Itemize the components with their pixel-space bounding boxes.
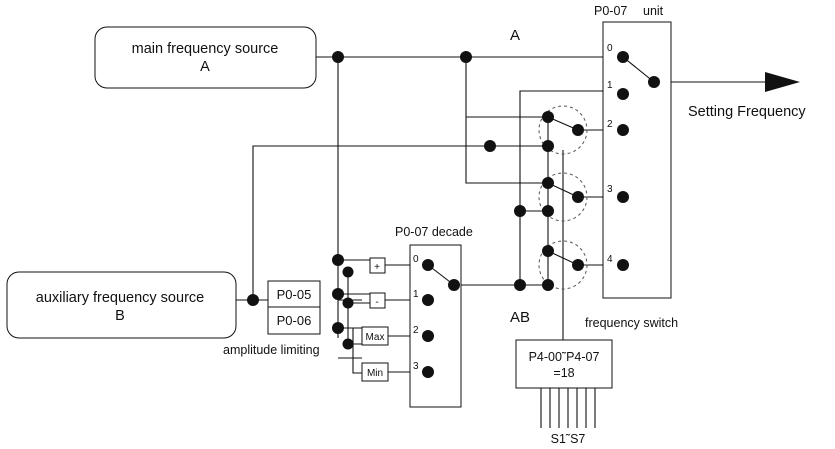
p0-06-box — [267, 306, 321, 335]
minus-operator-box — [369, 292, 386, 309]
terminals-label: S1˜S7 — [551, 432, 586, 446]
decade-input-0: 0 — [413, 254, 419, 265]
decade-title: P0-07 decade — [395, 225, 473, 239]
aux-source-line1: auxiliary frequency source — [36, 290, 204, 306]
decade-input-1: 1 — [413, 289, 419, 300]
unit-input-1: 1 — [607, 80, 613, 91]
frequency-switch-line1: P4-00˜P4-07 — [529, 350, 600, 364]
unit-switch-box — [602, 21, 672, 299]
decade-switch-box — [409, 244, 462, 408]
label-a: A — [510, 27, 520, 44]
decade-input-3: 3 — [413, 361, 419, 372]
auxiliary-frequency-source-box — [6, 271, 237, 339]
unit-input-0: 0 — [607, 43, 613, 54]
plus-operator-box — [369, 257, 386, 274]
label-ab: AB — [510, 309, 530, 326]
main-source-line2: A — [200, 59, 210, 75]
unit-suffix: unit — [643, 4, 664, 18]
unit-input-4: 4 — [607, 254, 613, 265]
unit-input-3: 3 — [607, 184, 613, 195]
amplitude-limiting-label: amplitude limiting — [223, 343, 320, 357]
output-label: Setting Frequency — [688, 104, 806, 120]
p0-05-label: P0-05 — [277, 287, 312, 302]
switch-circle-4 — [538, 240, 588, 290]
aux-source-line2: B — [115, 308, 125, 324]
unit-input-2: 2 — [607, 119, 613, 130]
p0-06-label: P0-06 — [277, 313, 312, 328]
unit-title: P0-07 — [594, 4, 627, 18]
main-source-line1: main frequency source — [132, 41, 279, 57]
plus-operator-label: + — [374, 262, 380, 273]
switch-circle-2 — [538, 105, 588, 155]
output-arrow-icon — [765, 72, 800, 92]
max-operator-box — [361, 326, 389, 346]
junction-dots — [247, 51, 660, 378]
max-operator-label: Max — [366, 332, 385, 343]
frequency-switch-label: frequency switch — [585, 316, 678, 330]
unit-switch-arm — [622, 56, 655, 83]
frequency-switch-box — [515, 339, 613, 389]
min-operator-box — [361, 362, 389, 382]
decade-input-2: 2 — [413, 325, 419, 336]
main-frequency-source-box — [94, 26, 317, 89]
frequency-switch-line2: =18 — [553, 366, 574, 380]
min-operator-label: Min — [367, 368, 383, 379]
minus-operator-label: - — [375, 297, 378, 308]
switch-circle-3 — [538, 172, 588, 222]
